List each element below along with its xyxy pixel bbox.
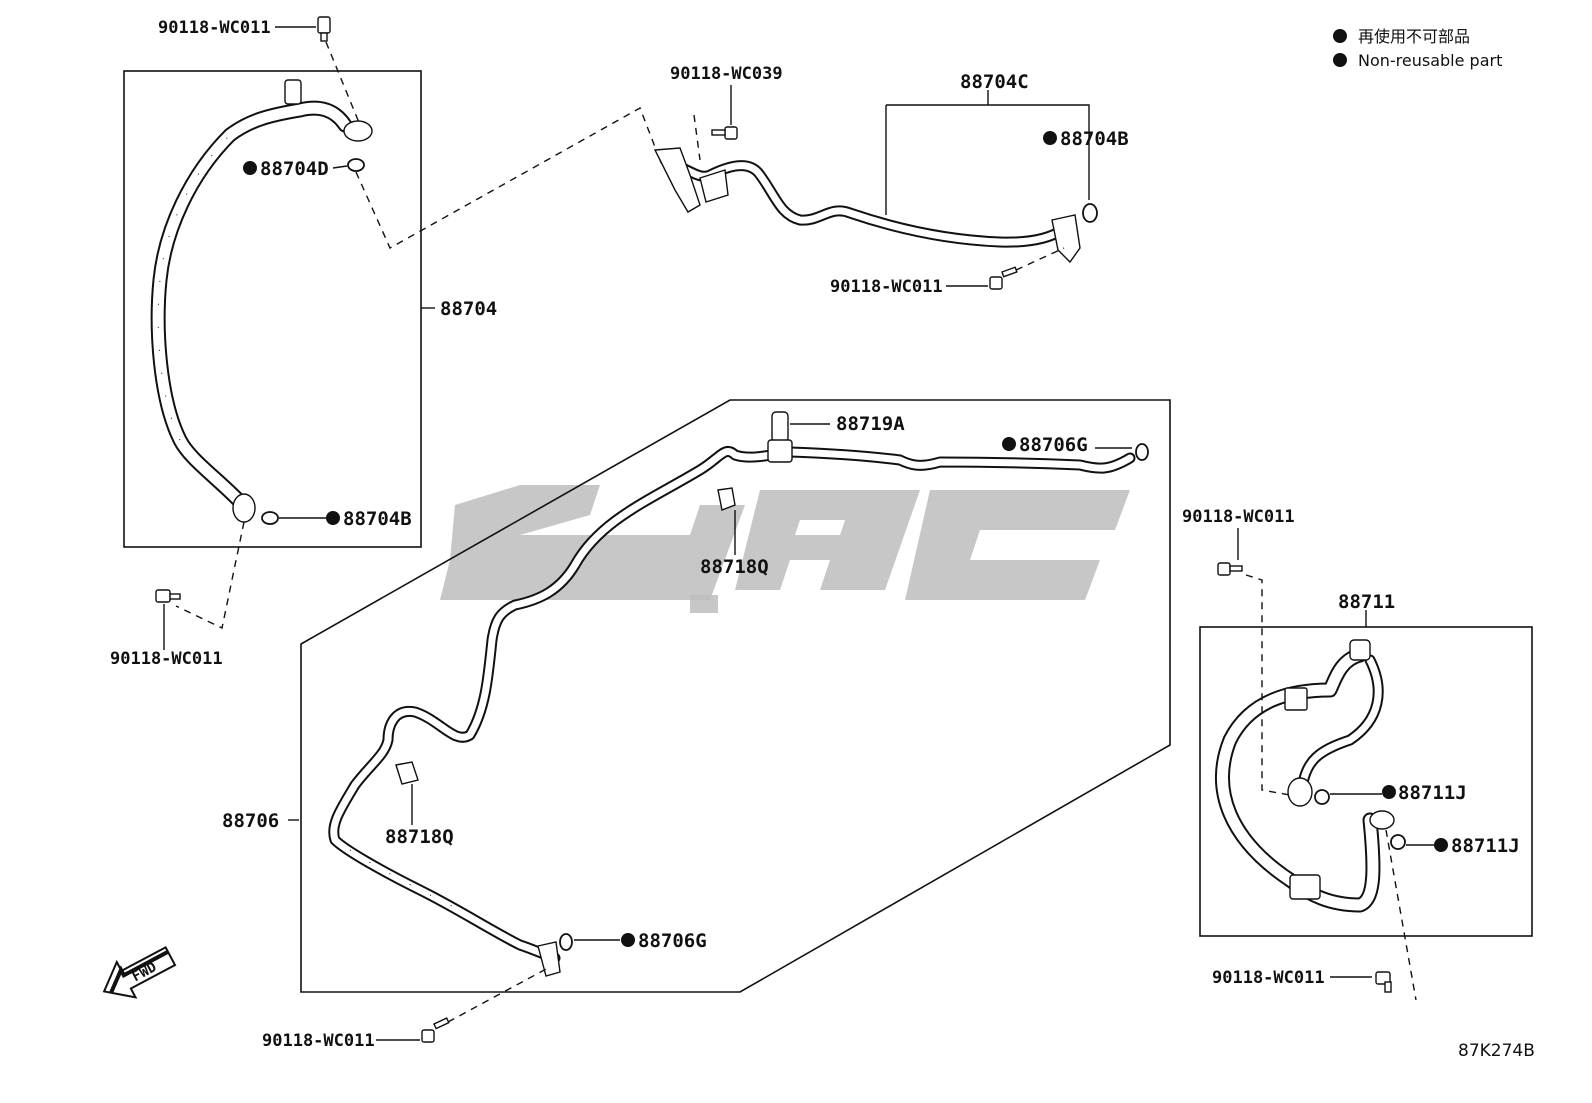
- bolt-right-bottom: 90118-WC011: [1212, 968, 1392, 993]
- hose-cap-icon: [1349, 639, 1371, 661]
- label-88711J-1: 88711J: [1398, 782, 1467, 804]
- label-bolt-bottom: 90118-WC011: [262, 1031, 375, 1051]
- label-88718Q-left: 88718Q: [385, 826, 454, 848]
- bolt-top-left: 90118-WC011: [158, 16, 331, 42]
- hose-flange-88711-a: [1287, 777, 1313, 807]
- pipe-fitting-bottom: [537, 941, 561, 977]
- bolt-bottom: 90118-WC011: [262, 1017, 450, 1051]
- o-ring-88711J-2-icon: [1390, 834, 1406, 850]
- callout-88704: 88704: [421, 298, 497, 320]
- fwd-arrow-icon: FWD: [102, 946, 177, 999]
- hose-flange-top: [343, 120, 373, 142]
- label-bolt-right-top: 90118-WC011: [1182, 507, 1295, 527]
- o-ring-88704B-right-icon: [1082, 203, 1098, 223]
- legend-jp: 再使用不可部品: [1358, 27, 1470, 46]
- clamp-88718Q-top-icon: [717, 487, 736, 511]
- assembly-88706-box: [300, 399, 1171, 993]
- assembly-88704C: 88704C 88704B: [653, 71, 1129, 264]
- label-88704D: 88704D: [260, 158, 329, 180]
- label-88711J-2: 88711J: [1451, 835, 1520, 857]
- o-ring-88704D-icon: [347, 158, 365, 172]
- label-bolt-right-bottom: 90118-WC011: [1212, 968, 1325, 988]
- callout-88704B-left: 88704B: [279, 508, 412, 530]
- non-reusable-dot-icon: [326, 511, 340, 525]
- label-88711: 88711: [1338, 591, 1395, 613]
- assembly-88704-box: [123, 70, 422, 548]
- label-88704B-right: 88704B: [1060, 128, 1129, 150]
- label-88706G-top: 88706G: [1019, 434, 1088, 456]
- clamp-88719A-icon: [771, 411, 789, 443]
- label-88719A: 88719A: [836, 413, 905, 435]
- label-bolt-left-bottom: 90118-WC011: [110, 649, 223, 669]
- non-reusable-dot-icon: [243, 161, 257, 175]
- clamp-88718Q-left-icon: [395, 761, 419, 785]
- hose-flange-88711-b: [1369, 810, 1395, 830]
- o-ring-88704B-icon: [261, 511, 279, 525]
- bolt-left-bottom: 90118-WC011: [110, 589, 223, 669]
- non-reusable-dot-icon: [1382, 785, 1396, 799]
- label-88706G-bottom: 88706G: [638, 930, 707, 952]
- legend: 再使用不可部品 Non-reusable part: [1333, 27, 1502, 70]
- hose-fitting-top: [284, 79, 302, 105]
- non-reusable-dot-icon: [1434, 838, 1448, 852]
- pipe-bracket-left: [699, 169, 729, 203]
- non-reusable-dot-icon: [1043, 131, 1057, 145]
- pipe-fitting-right: [1051, 214, 1081, 264]
- o-ring-88706G-bottom-icon: [559, 933, 573, 951]
- assembly-88706: 88719A 88706G 88718Q 88706 88718Q 88706G: [222, 399, 1171, 993]
- o-ring-88706G-top-icon: [1135, 443, 1149, 461]
- pipe-fitting-left: [653, 147, 701, 213]
- bolt-mid-top: 90118-WC011: [830, 266, 1018, 297]
- callout-88704D: 88704D: [243, 158, 348, 180]
- assembly-88711: 88711 88711J 88711J: [1199, 591, 1533, 937]
- bolt-right-top: 90118-WC011: [1182, 507, 1295, 576]
- hose-flange-bottom: [232, 493, 256, 523]
- label-bolt-wc039: 90118-WC039: [670, 64, 783, 84]
- label-bolt-mid-top: 90118-WC011: [830, 277, 943, 297]
- label-88706: 88706: [222, 810, 279, 832]
- non-reusable-dot-icon: [1333, 29, 1347, 43]
- legend-en: Non-reusable part: [1358, 51, 1502, 70]
- label-88704: 88704: [440, 298, 497, 320]
- bolt-wc039: 90118-WC039: [670, 64, 783, 140]
- drawing-code: 87K274B: [1458, 1041, 1535, 1061]
- label-88704B-left: 88704B: [343, 508, 412, 530]
- watermark-logo: [440, 485, 1130, 613]
- non-reusable-dot-icon: [1333, 53, 1347, 67]
- label-88718Q-top: 88718Q: [700, 556, 769, 578]
- non-reusable-dot-icon: [1002, 437, 1016, 451]
- assembly-88704: [123, 70, 422, 548]
- non-reusable-dot-icon: [621, 933, 635, 947]
- o-ring-88711J-1-icon: [1314, 789, 1330, 805]
- label-88704C: 88704C: [960, 71, 1029, 93]
- label-bolt-top-left: 90118-WC011: [158, 18, 271, 38]
